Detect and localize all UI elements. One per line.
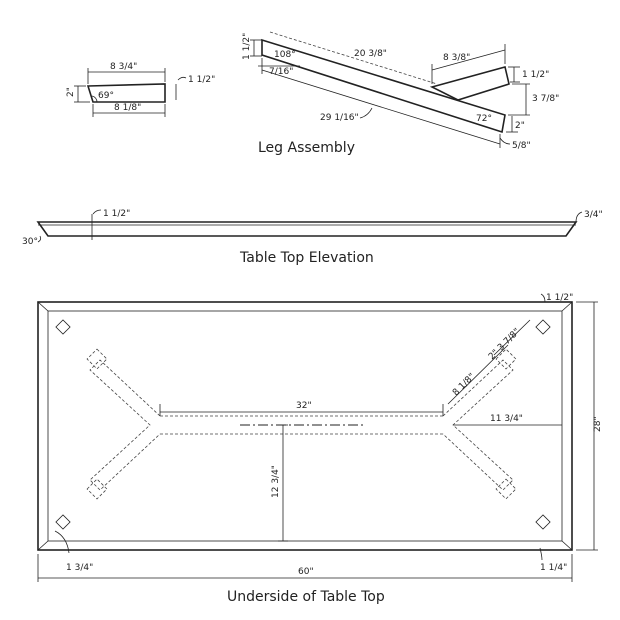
- leg-short-member: [429, 66, 510, 101]
- arm-length: 8 1/8": [451, 372, 477, 398]
- corner-block-top-left: [55, 319, 71, 335]
- leg-end-height: 2": [515, 121, 525, 131]
- stretcher-length: 32": [296, 401, 312, 411]
- underside-outer-edge: [37, 301, 573, 551]
- leg-block-shape: [86, 83, 166, 103]
- leg-block-top-width: 8 3/4": [110, 62, 137, 72]
- leg-block-detail: 8 3/4" 8 1/8" 2" 69° 1 1/2": [66, 62, 215, 117]
- elevation-edge-angle: 30°: [22, 237, 38, 247]
- elevation-top-reveal: 3/4": [584, 210, 603, 220]
- table-width: 28": [593, 416, 603, 432]
- right-offset: 11 3/4": [490, 414, 523, 424]
- elevation-thickness: 1 1/2": [103, 209, 130, 219]
- underside-detail: 32" 11 3/4" 12 3/4" 8 1/8" 2" 3 7/8" 1 1…: [37, 293, 603, 605]
- leg-block-height: 2": [66, 87, 76, 97]
- corner-block-bottom-right: [535, 514, 551, 530]
- leg-block-bottom-width: 8 1/8": [114, 103, 141, 113]
- leg-overall-length: 29 1/16": [320, 113, 359, 123]
- leg-assembly-title: Leg Assembly: [258, 140, 355, 156]
- leg-end-offset: 7/16": [269, 67, 293, 77]
- top-elevation-title: Table Top Elevation: [239, 250, 374, 266]
- leg-assembly-detail: 20 3/8" 8 3/8" 29 1/16" 108° 72° 7/16" 1…: [242, 31, 559, 156]
- leg-left-thickness: 1 1/2": [242, 33, 252, 60]
- leg-right-thickness: 1 1/2": [522, 70, 549, 80]
- table-length: 60": [298, 567, 314, 577]
- elevation-top-profile: [36, 221, 578, 237]
- inset-right: 1 1/4": [540, 563, 567, 573]
- half-width: 12 3/4": [271, 465, 281, 498]
- corner-block-bottom-left: [55, 514, 71, 530]
- hidden-base-outline: [86, 348, 517, 500]
- leg-angle-bottom: 72°: [476, 114, 492, 124]
- leg-block-angle: 69°: [98, 91, 114, 101]
- leg-long-length: 20 3/8": [354, 49, 387, 59]
- border-width: 1 1/2": [546, 293, 573, 303]
- leg-block-thickness: 1 1/2": [188, 75, 215, 85]
- top-elevation-detail: 1 1/2" 30° 3/4" Table Top Elevation: [22, 209, 603, 266]
- leg-short-length: 8 3/8": [443, 53, 470, 63]
- underside-inner-edge: [47, 310, 563, 542]
- corner-block-top-right: [535, 319, 551, 335]
- underside-title: Underside of Table Top: [227, 589, 385, 605]
- leg-end-cut: 5/8": [512, 141, 531, 151]
- leg-spread: 3 7/8": [532, 94, 559, 104]
- leg-angle-top: 108°: [274, 50, 296, 60]
- inset-left: 1 3/4": [66, 563, 93, 573]
- leg-long-member: [261, 38, 506, 134]
